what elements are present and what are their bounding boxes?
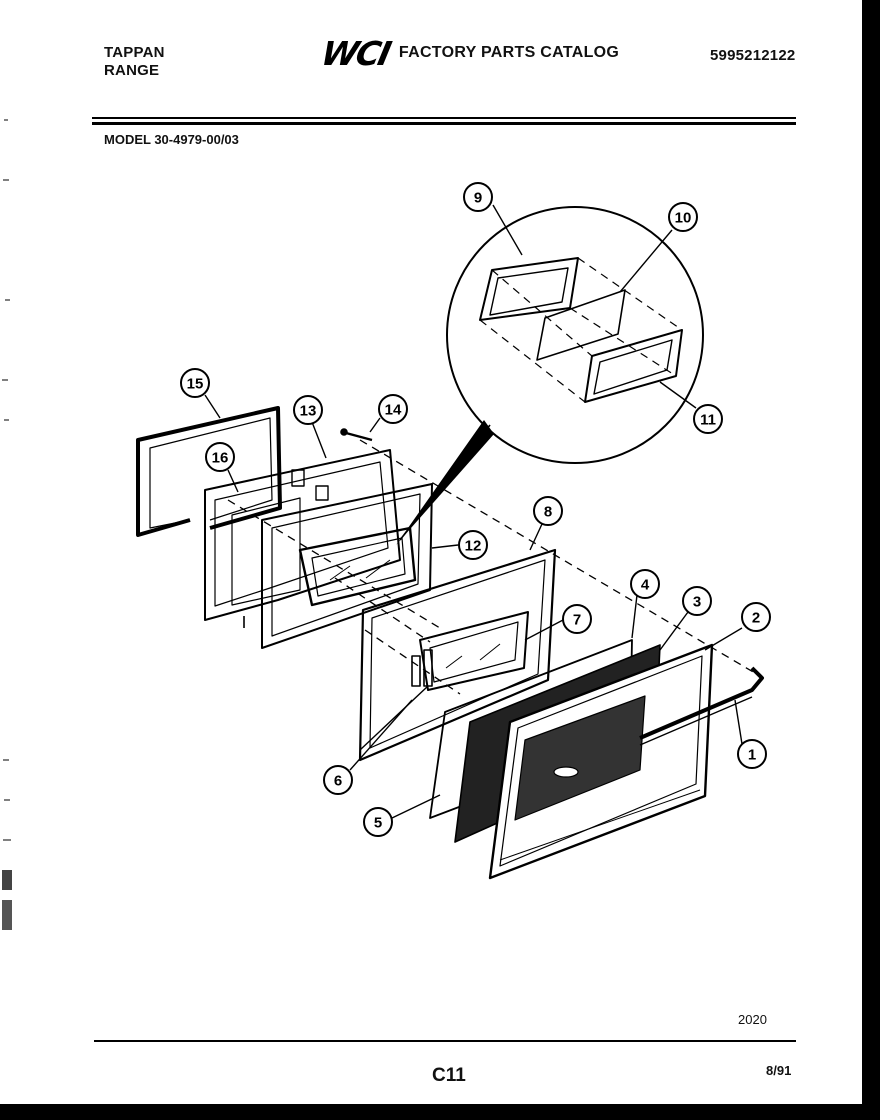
part-callout-label: 2: [752, 610, 760, 627]
part-callout-5: 5: [363, 807, 393, 837]
part-callout-15: 15: [180, 368, 210, 398]
detail-magnifier: [396, 206, 704, 545]
part-callout-label: 14: [385, 402, 402, 419]
catalog-number: 5995212122: [710, 47, 796, 64]
part-callout-label: 12: [465, 538, 482, 555]
catalog-header: WCI FACTORY PARTS CATALOG: [318, 34, 620, 73]
scan-edge-marks: [2, 119, 12, 930]
part-callout-label: 16: [212, 450, 229, 467]
part-callout-label: 1: [748, 747, 756, 764]
product-type: RANGE: [104, 62, 160, 79]
part-callout-11: 11: [693, 404, 723, 434]
reference-code: 2020: [738, 1012, 767, 1027]
catalog-title: FACTORY PARTS CATALOG: [398, 44, 620, 61]
part-callout-10: 10: [668, 202, 698, 232]
part-callout-label: 4: [641, 577, 650, 594]
part-callout-label: 11: [700, 412, 716, 429]
header-rule-thin: [92, 117, 796, 119]
door-handle: [639, 666, 764, 746]
part-callout-4: 4: [630, 569, 660, 599]
header-rule-thick: [92, 122, 796, 125]
inner-door-panel: [261, 483, 433, 649]
part-callout-label: 13: [300, 403, 317, 420]
revision-date: 8/91: [766, 1063, 792, 1078]
part-callout-label: 8: [544, 504, 552, 521]
part-callout-9: 9: [463, 182, 493, 212]
part-callout-2: 2: [741, 602, 771, 632]
part-callout-8: 8: [533, 496, 563, 526]
part-callout-label: 6: [334, 773, 342, 790]
part-callout-7: 7: [562, 604, 592, 634]
door-gasket: [136, 406, 282, 537]
footer-rule: [94, 1040, 796, 1042]
part-callout-label: 10: [675, 210, 692, 227]
inner-door-liner: [204, 449, 401, 628]
part-callout-label: 15: [187, 376, 204, 393]
screw: [340, 428, 373, 442]
part-callout-13: 13: [293, 395, 323, 425]
page-number: C11: [432, 1065, 466, 1086]
scan-border-right: [862, 0, 880, 1120]
outer-door-frame: [488, 643, 714, 880]
part-callout-6: 6: [323, 765, 353, 795]
part-callout-label: 9: [474, 190, 482, 207]
brand-name: TAPPAN: [104, 44, 165, 61]
scan-border-bottom: [0, 1104, 880, 1120]
part-callout-label: 7: [573, 612, 581, 629]
model-number: MODEL 30-4979-00/03: [104, 132, 239, 147]
part-callout-12: 12: [458, 530, 488, 560]
part-callout-label: 5: [374, 815, 382, 832]
part-callout-label: 3: [693, 594, 701, 611]
part-callout-1: 1: [737, 739, 767, 769]
part-callout-16: 16: [205, 442, 235, 472]
part-callout-3: 3: [682, 586, 712, 616]
door-panel: [358, 548, 557, 762]
part-callout-14: 14: [378, 394, 408, 424]
callout-leaders: [204, 204, 743, 819]
